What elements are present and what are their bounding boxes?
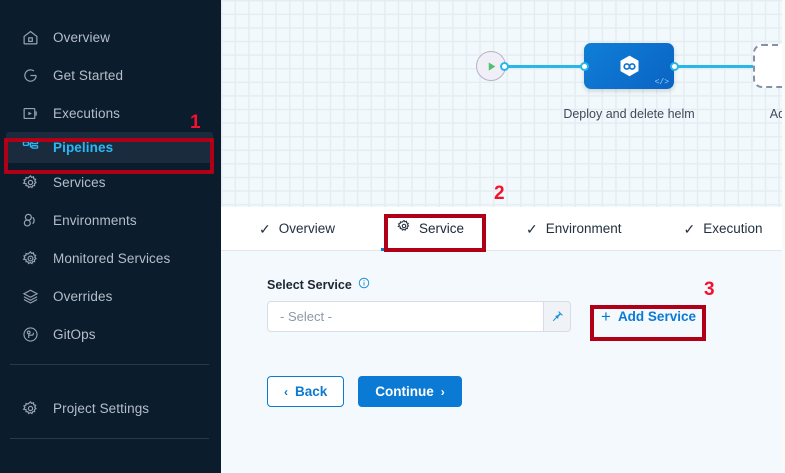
service-form-panel: Select Service - Select - [221, 251, 785, 473]
sidebar-item-environments[interactable]: Environments [0, 201, 221, 239]
check-icon: ✓ [683, 220, 696, 237]
layers-icon [21, 287, 40, 306]
gear-icon [21, 399, 40, 418]
pin-icon[interactable] [544, 301, 571, 332]
gitops-icon [21, 325, 40, 344]
continue-button-label: Continue [375, 384, 434, 399]
executions-play-icon [21, 104, 40, 123]
stage-tabbar: ✓ Overview Service ✓ Environment ✓ Execu… [221, 207, 785, 251]
sidebar-item-label: Overrides [53, 288, 113, 304]
sidebar-item-overview[interactable]: Overview [0, 18, 221, 56]
pipeline-stage-node[interactable]: </> [584, 43, 674, 89]
sidebar-item-services[interactable]: Services [0, 163, 221, 201]
tab-execution[interactable]: ✓ Execution [668, 207, 779, 251]
sidebar-item-project-settings[interactable]: Project Settings [0, 389, 221, 427]
chevron-right-icon: › [440, 384, 445, 399]
info-icon[interactable] [358, 277, 370, 292]
tab-label: Service [419, 221, 465, 236]
get-started-icon [21, 66, 40, 85]
sidebar-spacer [0, 376, 221, 389]
back-button[interactable]: ‹ Back [267, 376, 345, 407]
sidebar-item-executions[interactable]: Executions [0, 94, 221, 132]
tab-label: Execution [703, 221, 763, 236]
sidebar-item-label: Project Settings [53, 400, 150, 416]
sidebar-item-label: Get Started [53, 67, 124, 83]
add-service-button[interactable]: + Add Service [601, 308, 696, 325]
sidebar-divider-top [10, 364, 209, 365]
sidebar-item-overrides[interactable]: Overrides [0, 277, 221, 315]
port-stage-in[interactable] [580, 61, 589, 71]
back-button-label: Back [295, 384, 328, 399]
pipelines-icon [21, 138, 40, 157]
sidebar-item-pipelines[interactable]: Pipelines [6, 132, 213, 163]
stage-code-glyph: </> [654, 78, 669, 87]
helm-hexagon-icon [620, 55, 638, 76]
sidebar-item-label: Executions [53, 105, 121, 121]
select-service-input[interactable]: - Select - [267, 301, 544, 332]
sidebar-item-label: Services [53, 174, 106, 190]
environments-icon [21, 211, 40, 230]
sidebar-item-get-started[interactable]: Get Started [0, 56, 221, 94]
gear-icon [397, 219, 411, 238]
monitored-services-icon [21, 249, 40, 268]
chevron-left-icon: ‹ [284, 384, 288, 399]
form-button-row: ‹ Back Continue › [267, 376, 785, 407]
continue-button[interactable]: Continue › [358, 376, 462, 407]
sidebar-item-label: Monitored Services [53, 250, 171, 266]
home-icon [21, 28, 40, 47]
sidebar-item-monitored-services[interactable]: Monitored Services [0, 239, 221, 277]
sidebar-item-label: Environments [53, 212, 137, 228]
stage-name-label: Deploy and delete helm [563, 107, 695, 121]
gear-icon [21, 173, 40, 192]
select-service-label: Select Service [267, 277, 352, 292]
tab-overview[interactable]: ✓ Overview [243, 207, 351, 251]
tab-environment[interactable]: ✓ Environment [510, 207, 638, 251]
plus-icon: + [601, 307, 611, 326]
sidebar-divider-bottom [10, 438, 209, 439]
tab-label: Overview [278, 221, 335, 236]
check-icon: ✓ [526, 220, 538, 237]
port-stage-out[interactable] [670, 61, 679, 71]
add-service-label: Add Service [617, 309, 696, 324]
edge-start-to-stage [503, 65, 589, 68]
select-service-label-row: Select Service [267, 277, 785, 292]
tab-service[interactable]: Service [381, 207, 481, 251]
sidebar-item-label: Pipelines [53, 140, 114, 155]
select-service-row: - Select - + Add Service [267, 301, 785, 332]
window-right-edge [782, 0, 785, 473]
sidebar: Overview Get Started Executions [0, 0, 221, 473]
sidebar-item-gitops[interactable]: GitOps [0, 315, 221, 353]
sidebar-item-label: Overview [53, 29, 111, 45]
port-start-out[interactable] [500, 61, 509, 71]
add-stage-button[interactable]: + [753, 44, 785, 88]
sidebar-item-label: GitOps [53, 326, 96, 342]
main-area: </> Deploy and delete helm + Add Stage ✓… [221, 0, 785, 473]
pipeline-canvas[interactable]: </> Deploy and delete helm + Add Stage [221, 0, 785, 207]
add-stage-label: Add Stage [769, 107, 785, 121]
edge-stage-to-add [669, 65, 759, 68]
tab-label: Environment [545, 221, 622, 236]
check-icon: ✓ [259, 220, 271, 237]
